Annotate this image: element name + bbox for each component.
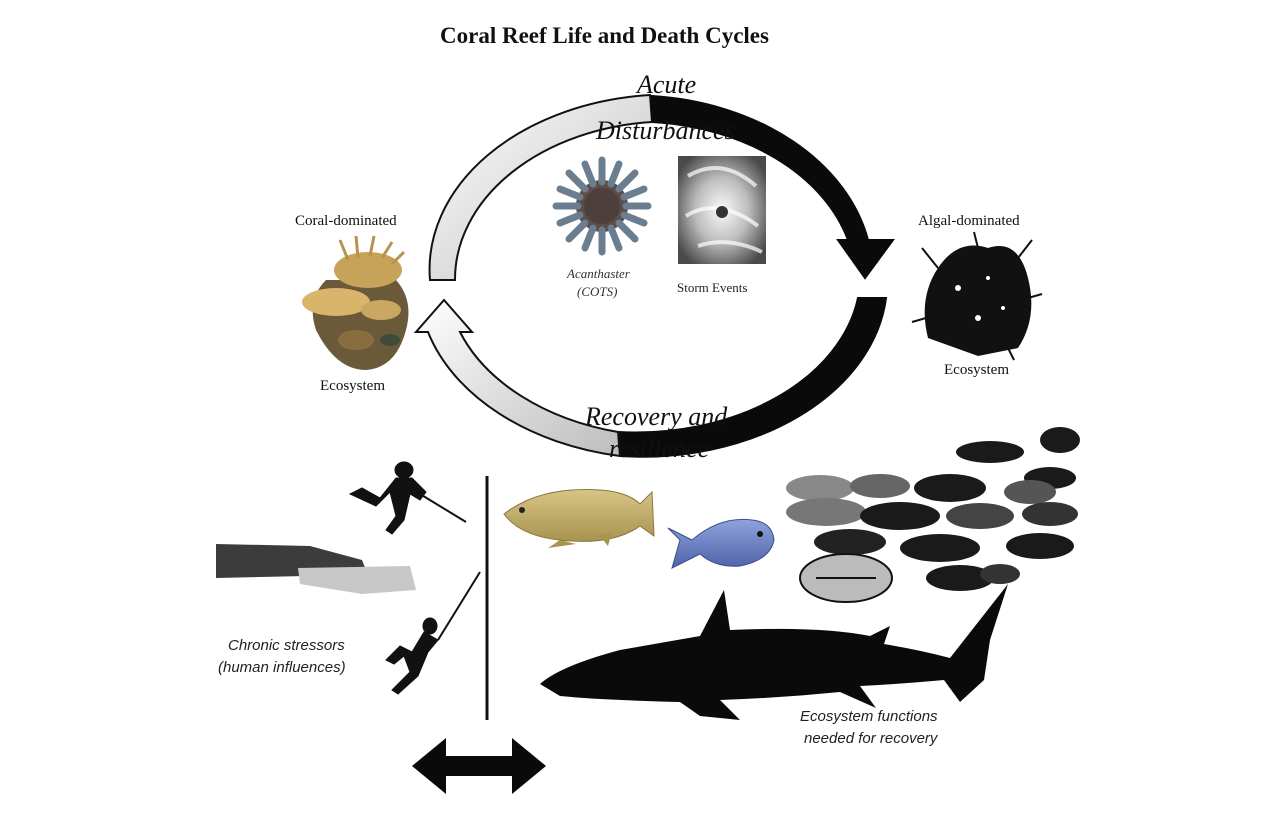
- storm-image: [678, 156, 766, 264]
- blue-fish-icon: [667, 518, 775, 569]
- light-arc-upper: [428, 93, 654, 281]
- starfish-icon: [552, 156, 652, 256]
- right-state-label-top: Algal-dominated: [918, 213, 1020, 229]
- left-state-label-bottom: Ecosystem: [320, 378, 385, 394]
- stressors-label-line2: (human influences): [218, 659, 346, 676]
- dark-arc-upper: [651, 94, 895, 280]
- algae-image: [911, 231, 1043, 361]
- light-arc-lower: [413, 298, 622, 458]
- grouper-fish-icon: [503, 489, 655, 548]
- functions-label-line2: needed for recovery: [804, 730, 938, 747]
- diagram-title: Coral Reef Life and Death Cycles: [440, 23, 769, 48]
- cycle-bottom-label-line1: Recovery and: [585, 402, 728, 431]
- shark-icon: [540, 584, 1008, 720]
- cots-label-line1: Acanthaster: [567, 266, 630, 281]
- coral-image: [302, 235, 409, 370]
- storm-label: Storm Events: [677, 280, 748, 295]
- functions-label-line1: Ecosystem functions: [800, 708, 938, 725]
- double-arrow-icon: [412, 738, 546, 794]
- cots-label-line2: (COTS): [577, 284, 618, 299]
- dark-arc-lower: [616, 297, 888, 458]
- cycle-top-label-line1: Acute: [637, 70, 697, 99]
- right-state-label-bottom: Ecosystem: [944, 362, 1009, 378]
- reef-edge-image: [216, 544, 416, 594]
- fish-school-icon: [786, 427, 1080, 603]
- left-state-label-top: Coral-dominated: [295, 213, 397, 229]
- stressors-label-line1: Chronic stressors: [228, 637, 345, 654]
- spearfisher-icon-2: [385, 571, 481, 695]
- cycle-top-label-line2: Disturbances: [596, 116, 735, 145]
- spearfisher-icon: [348, 461, 467, 535]
- cycle-bottom-label-line2: resilience: [609, 434, 710, 463]
